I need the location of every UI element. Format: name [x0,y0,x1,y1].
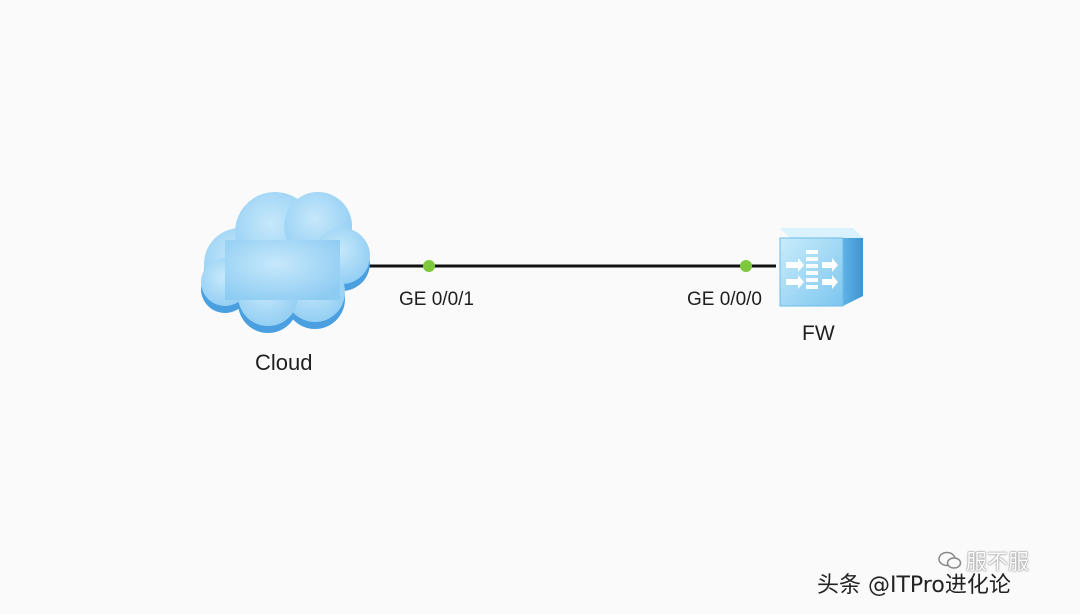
port-label-ge-0-0-0: GE 0/0/0 [687,289,762,310]
watermark-text-1: 服不服 [966,550,1029,574]
cloud-icon[interactable] [201,192,370,333]
wechat-icon [938,551,962,569]
watermark-text-2: 头条 @ITPro进化论 [817,573,1011,598]
firewall-icon[interactable] [779,228,863,307]
port-label-ge-0-0-1: GE 0/0/1 [399,289,474,310]
cloud-label: Cloud [255,350,313,375]
port-dot-ge-0-0-1[interactable] [423,260,435,272]
port-dot-ge-0-0-0[interactable] [740,260,752,272]
firewall-label: FW [802,322,835,345]
